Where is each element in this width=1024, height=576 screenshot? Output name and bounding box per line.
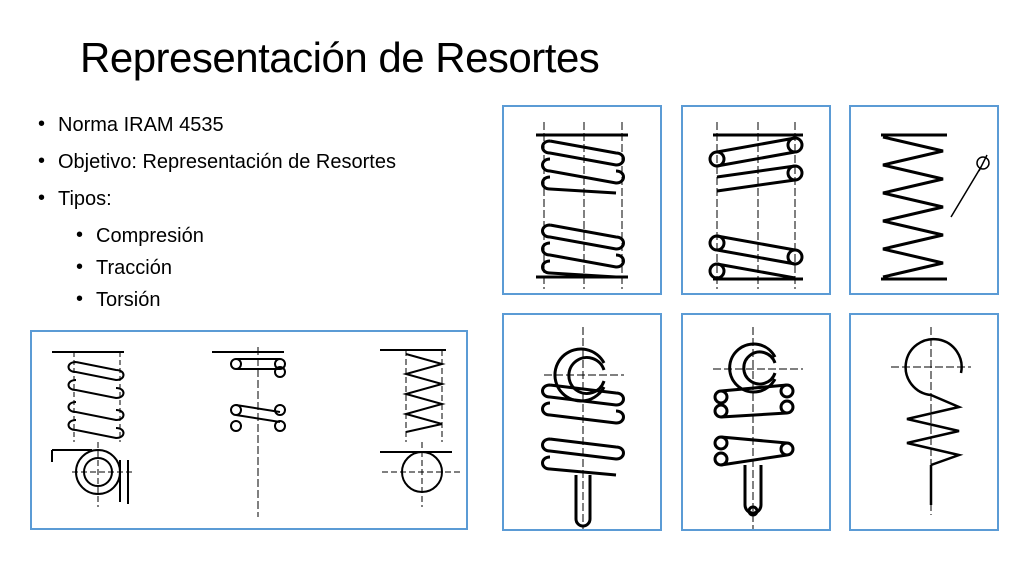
compression-spring-section-drawing <box>708 122 804 289</box>
compression-spring-frame <box>502 105 662 295</box>
sub-bullet-item: Torsión <box>76 287 396 320</box>
tension-spring-simplified-frame <box>849 313 999 531</box>
spring-overview-frame <box>30 330 468 530</box>
tension-spring-drawing <box>541 327 625 529</box>
compression-spring-simplified-frame <box>849 105 999 295</box>
bullet-item: Objetivo: Representación de Resortes <box>38 149 396 187</box>
compression-spring-simplified-drawing <box>881 133 990 281</box>
tension-spring-section-frame <box>681 313 831 531</box>
bullet-item: Norma IRAM 4535 <box>38 112 396 150</box>
bullet-item: Tipos: <box>38 186 396 224</box>
sub-bullet-item: Compresión <box>76 223 396 256</box>
compression-spring-section-frame <box>681 105 831 295</box>
tension-spring-section-drawing <box>713 327 803 529</box>
tension-spring-frame <box>502 313 662 531</box>
slide-title: Representación de Resortes <box>80 34 600 81</box>
tension-spring-simplified-drawing <box>891 327 971 515</box>
sub-bullet-item: Tracción <box>76 255 396 288</box>
bullet-list: Norma IRAM 4535 Objetivo: Representación… <box>38 112 396 320</box>
compression-spring-drawing <box>536 122 628 289</box>
spring-overview-drawing <box>51 347 462 517</box>
